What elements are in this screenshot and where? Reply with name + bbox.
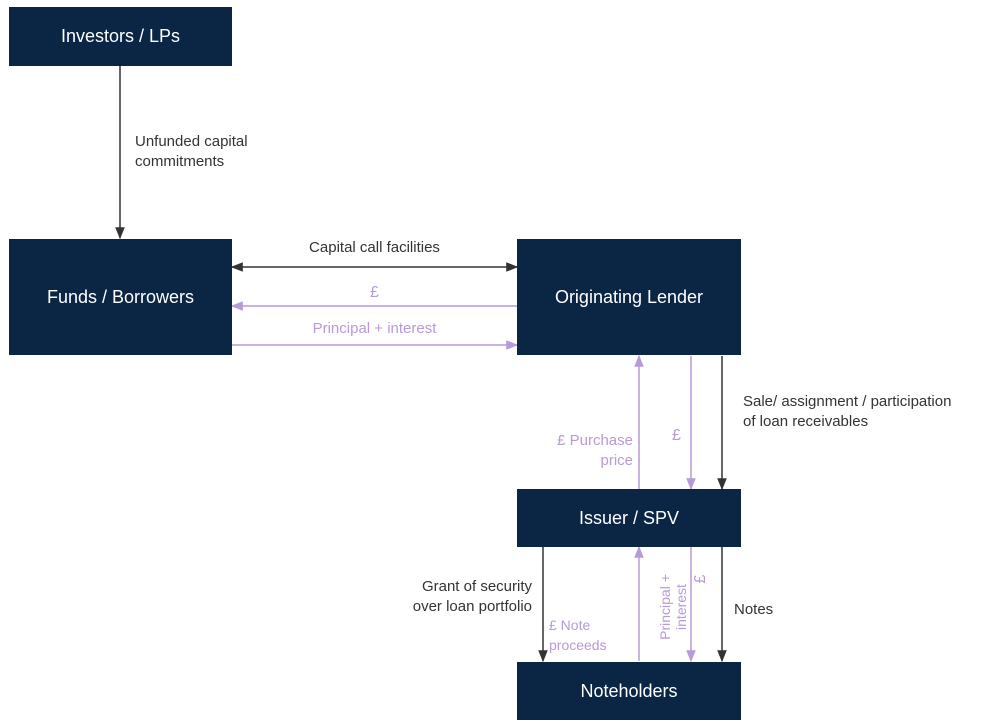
label-purchase-price: £ Purchase price [557, 432, 633, 469]
label-grant-security: Grant of security over loan portfolio [412, 578, 532, 615]
node-issuer-spv: Issuer / SPV [517, 489, 741, 547]
label-capital-call: Capital call facilities [309, 239, 440, 256]
label-notes: Notes [734, 601, 774, 618]
label-unfunded-capital: Unfunded capital commitments [135, 133, 248, 170]
node-investors: Investors / LPs [9, 7, 232, 66]
label-notes-pound: £ [692, 574, 709, 584]
label-issuer-pound: £ [672, 427, 681, 444]
node-noteholders: Noteholders [517, 662, 741, 720]
node-originating-lender: Originating Lender [517, 239, 741, 355]
label-sale-assignment: Sale/ assignment / participation of loan… [743, 393, 952, 430]
label-loan-pound: £ [370, 284, 379, 301]
label-note-proceeds: £ Note proceeds [549, 617, 607, 653]
node-funds-borrowers: Funds / Borrowers [9, 239, 232, 355]
label-principal-interest: Principal + interest [312, 320, 437, 337]
label-principal-interest-rotated: Principal + interest [657, 574, 689, 640]
